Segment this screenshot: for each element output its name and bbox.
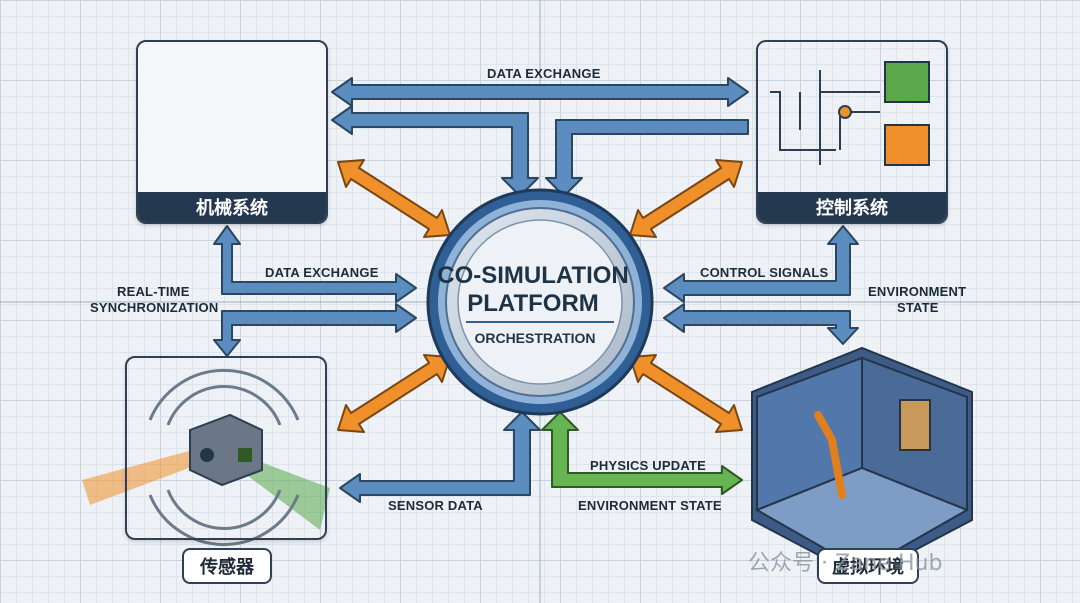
arrow-physics-update bbox=[541, 411, 743, 495]
virtual-environment-label: 虚拟环境 bbox=[817, 548, 919, 584]
label-state: STATE bbox=[897, 300, 939, 315]
watermark: 公众号 · Zane Hub bbox=[748, 551, 943, 576]
arrow-control-to-platform bbox=[545, 119, 749, 197]
co-simulation-platform bbox=[426, 188, 654, 416]
sensor-label: 传感器 bbox=[182, 548, 272, 584]
sensor-device-icon bbox=[82, 368, 330, 547]
arrow-left-exchange-in bbox=[213, 225, 417, 303]
platform-title-line1: CO-SIMULATION bbox=[437, 262, 629, 289]
label-sensor-data: SENSOR DATA bbox=[388, 498, 483, 513]
label-environment: ENVIRONMENT bbox=[868, 284, 967, 299]
label-environment-state: ENVIRONMENT STATE bbox=[578, 498, 722, 513]
label-top-data-exchange: DATA EXCHANGE bbox=[487, 66, 601, 81]
platform-title: CO-SIMULATION PLATFORM bbox=[420, 262, 646, 318]
label-control-signals: CONTROL SIGNALS bbox=[700, 265, 829, 280]
arrow-top-exchange bbox=[331, 77, 749, 107]
arrow-environment-state-right bbox=[663, 303, 859, 345]
arrow-sensor-diagonal bbox=[337, 354, 451, 433]
arrow-virtual-diagonal bbox=[629, 354, 743, 433]
control-system-module: 控制系统 bbox=[756, 40, 948, 224]
arrow-control-diagonal bbox=[629, 159, 743, 238]
platform-title-line2: PLATFORM bbox=[467, 290, 599, 317]
control-system-label: 控制系统 bbox=[758, 192, 946, 222]
virtual-room-icon bbox=[751, 346, 973, 580]
label-realtime: REAL-TIME bbox=[117, 284, 190, 299]
arrow-control-signals bbox=[663, 225, 859, 303]
label-synchronization: SYNCHRONIZATION bbox=[90, 300, 219, 315]
sensor-module bbox=[125, 356, 327, 540]
platform-subtitle: ORCHESTRATION bbox=[474, 330, 596, 346]
arrow-sensor-data bbox=[339, 411, 541, 503]
label-physics-update: PHYSICS UPDATE bbox=[590, 458, 706, 473]
circuit-icon bbox=[770, 61, 930, 166]
label-left-data-exchange: DATA EXCHANGE bbox=[265, 265, 379, 280]
arrow-mech-diagonal bbox=[337, 159, 451, 238]
mechanical-system-module: 机械系统 bbox=[136, 40, 328, 224]
mechanical-system-label: 机械系统 bbox=[138, 192, 326, 222]
arrow-left-exchange-out bbox=[213, 303, 417, 357]
